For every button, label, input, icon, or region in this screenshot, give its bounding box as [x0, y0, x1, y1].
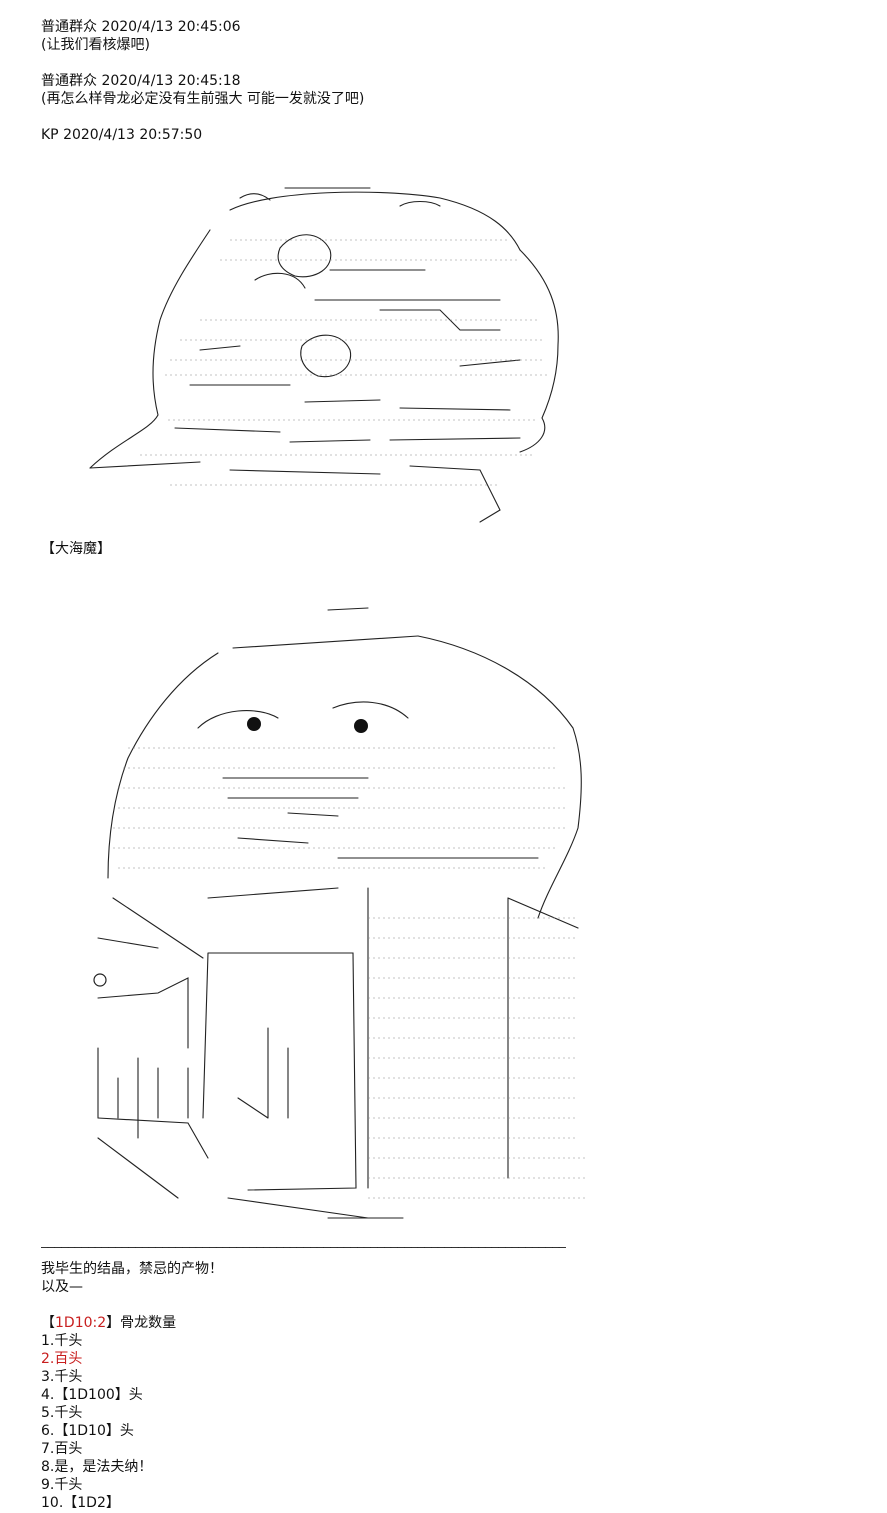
roll-title: 骨龙数量	[120, 1315, 177, 1331]
option-number: 6.	[41, 1423, 55, 1439]
post-1-author: 普通群众	[41, 19, 97, 35]
narration-line-2: 以及—	[41, 1279, 83, 1295]
post-1-time: 2020/4/13 20:45:06	[101, 19, 241, 35]
post-1-message: (让我们看核爆吧)	[41, 37, 150, 53]
option-text: 百头	[54, 1441, 83, 1457]
post-1-header: 普通群众 2020/4/13 20:45:06	[41, 18, 241, 36]
option-number: 5.	[41, 1405, 55, 1421]
list-item: 10.【1D2】	[41, 1494, 120, 1512]
post-3-header: KP 2020/4/13 20:57:50	[41, 126, 202, 144]
list-item: 4.【1D100】头	[41, 1386, 143, 1404]
option-number: 1.	[41, 1333, 55, 1349]
roll-dice-result: 1D10:2	[55, 1315, 107, 1331]
post-3-time: 2020/4/13 20:57:50	[63, 127, 203, 143]
roll-header: 【1D10:2】骨龙数量	[41, 1314, 176, 1332]
list-item: 6.【1D10】头	[41, 1422, 134, 1440]
option-number: 9.	[41, 1477, 55, 1493]
option-text: 千头	[54, 1477, 83, 1493]
list-item: 9.千头	[41, 1476, 82, 1494]
post-2-author: 普通群众	[41, 73, 97, 89]
option-number: 7.	[41, 1441, 55, 1457]
post-2-time: 2020/4/13 20:45:18	[101, 73, 241, 89]
option-number: 8.	[41, 1459, 55, 1475]
option-text: 【1D2】	[63, 1495, 120, 1511]
roll-close-bracket: 】	[106, 1315, 121, 1331]
option-text: 【1D10】头	[54, 1423, 134, 1439]
option-text: 是，是法夫纳！	[54, 1459, 153, 1475]
sea-demon-drawing	[93, 607, 588, 1219]
ascii-art-sea-demon	[38, 598, 598, 1238]
option-number: 3.	[41, 1369, 55, 1385]
post-3-author: KP	[41, 127, 59, 143]
post-2-message: (再怎么样骨龙必定没有生前强大 可能一发就没了吧)	[41, 91, 365, 107]
right-eye-icon	[354, 719, 368, 733]
list-item: 1.千头	[41, 1332, 82, 1350]
separator-line: ————————————————————————————————————————…	[41, 1240, 566, 1254]
list-item-selected: 2.百头	[41, 1350, 82, 1368]
roll-open-bracket: 【	[41, 1315, 55, 1331]
option-text: 千头	[54, 1405, 83, 1421]
left-eye-icon	[247, 717, 261, 731]
ascii-art-bone-dragon	[80, 170, 570, 525]
option-text: 【1D100】头	[54, 1387, 143, 1403]
option-number: 10.	[41, 1495, 64, 1511]
option-text: 千头	[54, 1369, 83, 1385]
post-2-header: 普通群众 2020/4/13 20:45:18	[41, 72, 241, 90]
option-number: 4.	[41, 1387, 55, 1403]
narration-line-1: 我毕生的结晶，禁忌的产物！	[41, 1261, 223, 1277]
list-item: 7.百头	[41, 1440, 82, 1458]
option-text: 千头	[54, 1333, 83, 1349]
section-label: 【大海魔】	[41, 541, 111, 557]
option-text: 百头	[54, 1351, 83, 1367]
bone-dragon-drawing	[89, 187, 559, 523]
option-number: 2.	[41, 1351, 55, 1367]
list-item: 3.千头	[41, 1368, 82, 1386]
list-item: 8.是，是法夫纳！	[41, 1458, 152, 1476]
list-item: 5.千头	[41, 1404, 82, 1422]
